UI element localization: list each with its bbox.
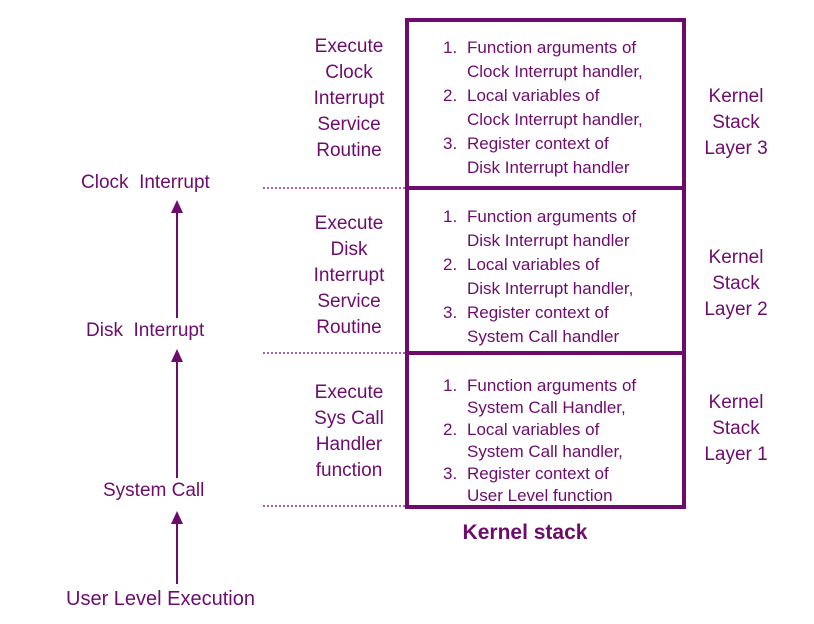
routine-label-sys-call-handler: Execute Sys Call Handler function (314, 382, 384, 481)
stack-list-item: 2. Local variables of Clock Interrupt han… (443, 84, 678, 132)
stack-item-number: 2. (443, 420, 458, 439)
flow-label-user-level-execution: User Level Execution (66, 588, 255, 610)
stack-list-item: 1. Function arguments of System Call Hand… (443, 375, 678, 419)
stack-list-item: 2. Local variables of Disk Interrupt hand… (443, 253, 678, 301)
stack-item-text: Function arguments of Clock Interrupt ha… (467, 38, 643, 81)
side-label-kernel-stack-layer-3: Kernel Stack Layer 3 (704, 86, 768, 159)
side-label-kernel-stack-layer-1: Kernel Stack Layer 1 (704, 392, 768, 465)
stack-item-number: 3. (443, 464, 458, 483)
stack-item-number: 3. (443, 134, 458, 153)
dotted-connector-clock (263, 187, 405, 189)
flow-label-system-call: System Call (103, 480, 205, 501)
stack-item-number: 3. (443, 303, 458, 322)
arrow-head-icon (171, 511, 183, 524)
stack-item-text: Local variables of Clock Interrupt handl… (467, 86, 643, 129)
side-label-kernel-stack-layer-2: Kernel Stack Layer 2 (704, 247, 768, 320)
dotted-connector-system-call (263, 505, 405, 507)
stack-layer-2-section: 1. Function arguments of Disk Interrupt h… (409, 190, 682, 355)
stack-item-text: Function arguments of Disk Interrupt han… (467, 207, 637, 250)
kernel-stack-caption: Kernel stack (462, 521, 588, 544)
flow-label-disk-interrupt: Disk Interrupt (86, 320, 205, 341)
stack-list-item: 3. Register context of System Call handle… (443, 301, 678, 349)
stack-list-item: 3. Register context of User Level functio… (443, 463, 678, 507)
routine-label-disk-isr: Execute Disk Interrupt Service Routine (313, 213, 385, 338)
stack-list-item: 2. Local variables of System Call handler… (443, 419, 678, 463)
stack-layer-1-section: 1. Function arguments of System Call Hand… (409, 355, 682, 505)
stack-item-number: 2. (443, 86, 458, 105)
flow-label-clock-interrupt: Clock Interrupt (81, 172, 210, 193)
arrow-stem (176, 360, 178, 478)
stack-item-text: Function arguments of System Call Handle… (467, 376, 637, 417)
stack-list-item: 1. Function arguments of Disk Interrupt h… (443, 205, 678, 253)
stack-item-number: 2. (443, 255, 458, 274)
arrow-stem (176, 522, 178, 584)
stack-list-item: 3. Register context of Disk Interrupt han… (443, 132, 678, 180)
stack-layer-3-section: 1. Function arguments of Clock Interrupt … (409, 22, 682, 190)
stack-item-number: 1. (443, 38, 458, 57)
stack-item-text: Register context of User Level function (467, 464, 613, 505)
arrow-stem (176, 211, 178, 318)
arrow-head-icon (171, 200, 183, 213)
routine-label-clock-isr: Execute Clock Interrupt Service Routine (313, 36, 385, 161)
arrow-head-icon (171, 349, 183, 362)
kernel-stack-box: 1. Function arguments of Clock Interrupt … (405, 18, 686, 509)
dotted-connector-disk (263, 352, 405, 354)
stack-list-item: 1. Function arguments of Clock Interrupt … (443, 36, 678, 84)
stack-item-text: Local variables of System Call handler, (467, 420, 623, 461)
stack-item-text: Local variables of Disk Interrupt handle… (467, 255, 634, 298)
stack-item-text: Register context of System Call handler (467, 303, 620, 346)
stack-item-number: 1. (443, 376, 458, 395)
stack-item-text: Register context of Disk Interrupt handl… (467, 134, 630, 177)
stack-item-number: 1. (443, 207, 458, 226)
